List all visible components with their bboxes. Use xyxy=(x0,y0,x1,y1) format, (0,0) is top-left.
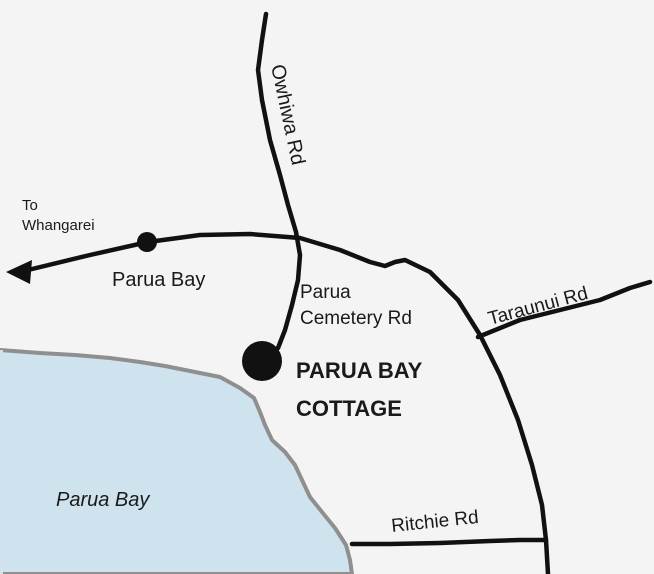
water-body xyxy=(0,348,354,574)
cemetery-road-label-line1: Parua xyxy=(300,282,351,303)
water-body-label: Parua Bay xyxy=(56,489,150,511)
cottage-label-line2: COTTAGE xyxy=(296,396,402,421)
arrow-head-icon xyxy=(6,260,32,284)
town-label: Parua Bay xyxy=(112,269,205,291)
water-edge-fill xyxy=(0,350,3,574)
cottage-label-line1: PARUA BAY xyxy=(296,358,423,383)
cemetery-road-label-line2: Cemetery Rd xyxy=(300,308,412,329)
destination-label-line1: To xyxy=(22,197,38,214)
destination-label-line2: Whangarei xyxy=(22,217,95,234)
cottage-marker-icon xyxy=(242,341,282,381)
road-taraunui xyxy=(475,279,653,340)
road-owhiwa xyxy=(255,11,303,351)
town-marker-icon xyxy=(137,232,157,252)
road-ritchie xyxy=(349,537,549,547)
road-main xyxy=(25,231,551,574)
